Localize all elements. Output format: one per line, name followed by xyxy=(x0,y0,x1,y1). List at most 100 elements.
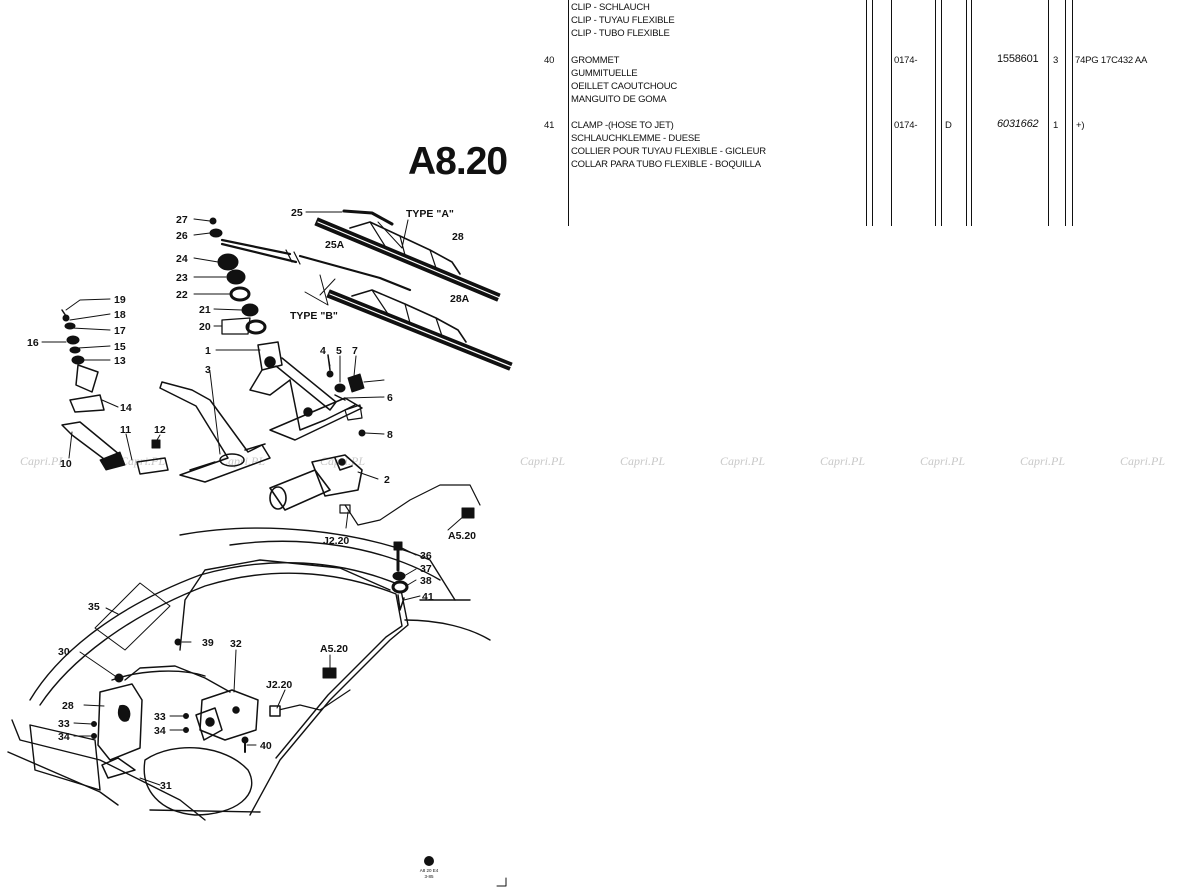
callout: 12 xyxy=(154,424,166,436)
wiper-arm-25a xyxy=(220,238,412,292)
table-rule xyxy=(941,0,942,226)
callout: 38 xyxy=(420,575,432,587)
watermark-row: Capri.PL Capri.PL Capri.PL Capri.PL Capr… xyxy=(20,454,1165,468)
connector-a5-pump xyxy=(322,667,337,679)
callout: 4 xyxy=(320,345,326,357)
part-description: COLLIER POUR TUYAU FLEXIBLE - GICLEUR xyxy=(571,146,766,157)
callout: 36 xyxy=(420,550,432,562)
part-remark: 74PG 17C432 AA xyxy=(1075,55,1148,66)
spindle-stack xyxy=(209,217,267,335)
callout: 41 xyxy=(422,591,434,603)
washer-hose xyxy=(179,559,391,651)
part-code: D xyxy=(945,120,952,131)
callout: 8 xyxy=(387,429,393,441)
part-description: MANGUITO DE GOMA xyxy=(571,94,667,105)
table-rule xyxy=(1065,0,1066,226)
connector-j2 xyxy=(339,504,351,514)
part-description: CLIP - TUBO FLEXIBLE xyxy=(571,28,670,39)
part-description: CLIP - SCHLAUCH xyxy=(571,2,650,13)
callout: 25 xyxy=(291,207,303,219)
callout: 34 xyxy=(58,731,70,743)
callout: 13 xyxy=(114,355,126,367)
car-body-outline xyxy=(7,527,491,821)
callout: 37 xyxy=(420,563,432,575)
panel-35 xyxy=(94,582,171,651)
watermark: Capri.PL xyxy=(520,454,565,468)
callout: 3 xyxy=(205,364,211,376)
part-description: CLAMP -(HOSE TO JET) xyxy=(571,120,674,131)
ref-label: J2.20 xyxy=(323,535,349,547)
part-description: GROMMET xyxy=(571,55,620,66)
part-description: CLIP - TUYAU FLEXIBLE xyxy=(571,15,675,26)
callout: 25A xyxy=(325,239,345,251)
callout: 17 xyxy=(114,325,126,337)
grommet-39 xyxy=(174,638,182,646)
part-number: 1558601 xyxy=(997,53,1039,65)
table-rule xyxy=(891,0,892,226)
page-footer: A8 20 E4 3-85 xyxy=(420,856,507,887)
callout: 28 xyxy=(452,231,464,243)
table-rule xyxy=(866,0,867,226)
connector-j2-pump xyxy=(269,705,281,717)
callout: 21 xyxy=(199,304,211,316)
wiper-blade-type-b xyxy=(326,289,513,371)
part-description: SCHLAUCHKLEMME - DUESE xyxy=(571,133,701,144)
washer-pump-32 xyxy=(195,689,259,741)
part-description: COLLAR PARA TUBO FLEXIBLE - BOQUILLA xyxy=(571,159,761,170)
link-hardware xyxy=(326,354,366,437)
callout: 32 xyxy=(230,638,242,650)
watermark: Capri.PL xyxy=(1020,454,1065,468)
callout: 22 xyxy=(176,289,188,301)
wiper-linkage-1 xyxy=(249,341,363,441)
part-description: GUMMITUELLE xyxy=(571,68,638,79)
footer-line: 3-85 xyxy=(424,874,434,879)
callout: 24 xyxy=(176,253,188,265)
wiper-blade-type-a xyxy=(314,217,501,302)
callout: 19 xyxy=(114,294,126,306)
table-row: CLAMP -(HOSE TO JET) SCHLAUCHKLEMME - DU… xyxy=(571,119,766,171)
callout: 33 xyxy=(154,711,166,723)
type-b-leader xyxy=(304,274,336,306)
callout: 2 xyxy=(384,474,390,486)
pump-wiring xyxy=(269,689,351,713)
callout: 14 xyxy=(120,402,132,414)
watermark: Capri.PL xyxy=(820,454,865,468)
table-rule xyxy=(1072,0,1073,226)
ref-label: A5.20 xyxy=(320,643,348,655)
callout: 33 xyxy=(58,718,70,730)
table-rule xyxy=(568,0,569,226)
ref-label: A5.20 xyxy=(448,530,476,542)
part-qty: 1 xyxy=(1053,120,1059,131)
watermark: Capri.PL xyxy=(620,454,665,468)
table-row: CLIP - SCHLAUCH CLIP - TUYAU FLEXIBLE CL… xyxy=(571,1,675,40)
callout: 39 xyxy=(202,637,214,649)
table-rule xyxy=(872,0,873,226)
callout: 15 xyxy=(114,341,126,353)
callout-labels: 27 26 24 23 22 21 20 1 25 25A 28 28A TYP… xyxy=(27,207,476,792)
part-remark: +) xyxy=(1076,120,1085,131)
callout: 28A xyxy=(450,293,470,305)
watermark: Capri.PL xyxy=(920,454,965,468)
page-code: A8.20 xyxy=(408,140,508,183)
washer-hose xyxy=(124,665,231,693)
part-qty: 3 xyxy=(1053,55,1059,66)
callout: 30 xyxy=(58,646,70,658)
leader-lines xyxy=(41,211,466,786)
wiper-arm-25 xyxy=(342,209,394,226)
type-b-label: TYPE "B" xyxy=(290,310,338,322)
watermark: Capri.PL xyxy=(1120,454,1165,468)
callout: 28 xyxy=(62,700,74,712)
clip-30 xyxy=(114,673,124,683)
callout: 27 xyxy=(176,214,188,226)
callout: 26 xyxy=(176,230,188,242)
part-date: 0174- xyxy=(894,55,918,66)
callout: 5 xyxy=(336,345,342,357)
connector-a5 xyxy=(461,507,475,519)
table-rule xyxy=(1048,0,1049,226)
table-rule xyxy=(966,0,967,226)
watermark: Capri.PL xyxy=(720,454,765,468)
ref-label: J2.20 xyxy=(266,679,292,691)
part-date: 0174- xyxy=(894,120,918,131)
